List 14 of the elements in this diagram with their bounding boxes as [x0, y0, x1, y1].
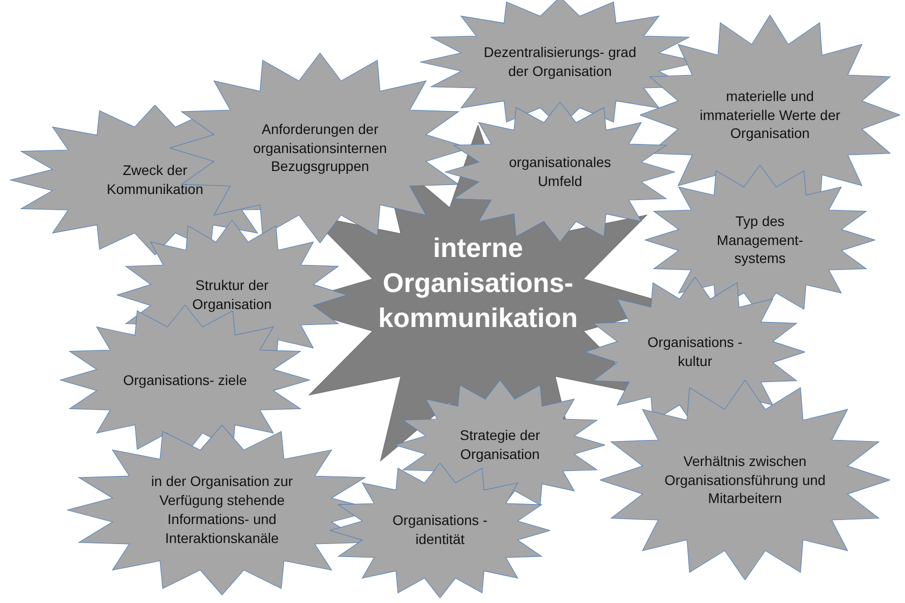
factor-label: in der Organisation zur Verfügung stehende Informations- und Interaktionskanäle — [150, 472, 294, 548]
factor-label: Organisations -kultur — [646, 333, 744, 371]
factor-label: materielle und immaterielle Werte der Organisation — [698, 86, 842, 144]
factor-label: Organisations- ziele — [122, 370, 248, 390]
central-topic: interne Organisations- kommunikation — [377, 232, 579, 335]
factor-label: Zweck der Kommunikation — [106, 161, 204, 199]
factor-label: Strategie der Organisation — [458, 426, 542, 464]
factor-label: Dezentralisierungs- grad der Organisation — [482, 43, 638, 81]
factor-label: organisationales Umfeld — [508, 153, 612, 191]
factor-label: Struktur der Organisation — [191, 276, 273, 314]
factor-label: Anforderungen der organisationsinternen Bezugsgruppen — [252, 120, 388, 176]
factor-label: Typ des Management- systems — [716, 212, 804, 268]
factor-label: Organisations - identität — [392, 511, 488, 549]
factor-label: Verhältnis zwischen Organisationsführung und Mitarbeitern — [664, 452, 826, 508]
